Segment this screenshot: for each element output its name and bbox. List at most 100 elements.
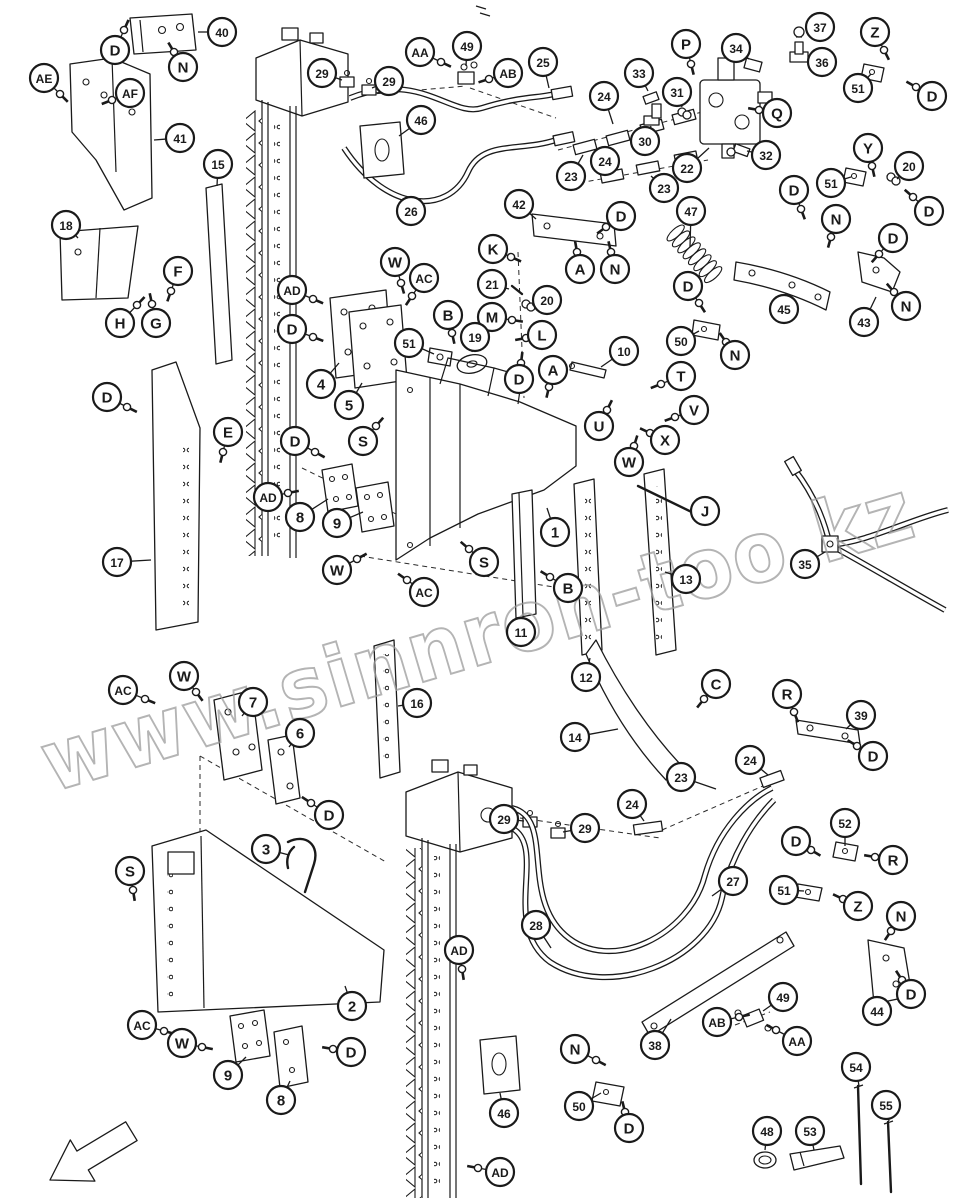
callout-Z: Z — [832, 890, 874, 922]
svg-text:D: D — [906, 987, 917, 1004]
svg-text:C: C — [711, 677, 722, 694]
callout-15: 15 — [202, 148, 234, 187]
svg-text:29: 29 — [382, 75, 396, 89]
svg-text:13: 13 — [679, 573, 693, 587]
callout-16: 16 — [397, 687, 433, 719]
part-plates-8-9-top — [321, 463, 395, 533]
callout-W: W — [166, 1027, 214, 1059]
callout-D: D — [596, 200, 637, 235]
svg-text:2: 2 — [348, 999, 356, 1016]
callout-K: K — [477, 233, 522, 265]
svg-text:24: 24 — [625, 798, 639, 812]
svg-text:15: 15 — [211, 158, 225, 172]
svg-text:55: 55 — [879, 1099, 893, 1113]
callout-23: 23 — [555, 154, 587, 192]
callout-A: A — [537, 354, 569, 399]
svg-text:B: B — [563, 581, 574, 598]
callout-N: N — [885, 282, 922, 322]
callout-24: 24 — [589, 145, 621, 177]
callout-20: 20 — [531, 284, 563, 316]
part-plates-4-5 — [329, 289, 408, 389]
callout-AD: AD — [466, 1156, 516, 1188]
callout-B: B — [432, 299, 464, 345]
callout-33: 33 — [623, 57, 655, 92]
svg-text:23: 23 — [674, 771, 688, 785]
svg-text:N: N — [831, 212, 842, 229]
direction-arrow-icon — [49, 1121, 138, 1182]
svg-text:N: N — [730, 348, 741, 365]
svg-text:Y: Y — [863, 141, 873, 158]
svg-text:9: 9 — [224, 1068, 232, 1085]
svg-text:23: 23 — [657, 182, 671, 196]
svg-text:49: 49 — [776, 991, 790, 1005]
part-fitting-cluster-bottom-right — [734, 1008, 772, 1032]
callout-55: 55 — [870, 1089, 902, 1122]
svg-text:27: 27 — [726, 875, 740, 889]
callout-AF: AF — [101, 77, 146, 109]
svg-text:AA: AA — [788, 1035, 806, 1049]
callout-N: N — [559, 1033, 607, 1067]
callout-E: E — [212, 416, 244, 463]
svg-text:50: 50 — [674, 335, 688, 349]
svg-text:17: 17 — [110, 556, 124, 570]
callout-43: 43 — [848, 296, 880, 338]
svg-text:42: 42 — [512, 198, 526, 212]
callout-T: T — [650, 360, 697, 392]
callout-AB: AB — [478, 57, 524, 89]
svg-text:U: U — [594, 419, 605, 436]
part-bar-38 — [641, 931, 795, 1037]
svg-text:48: 48 — [760, 1125, 774, 1139]
callout-51: 51 — [768, 874, 805, 906]
svg-text:51: 51 — [402, 337, 416, 351]
svg-text:A: A — [548, 363, 559, 380]
svg-text:AD: AD — [450, 944, 468, 958]
part-strip-13 — [643, 468, 677, 656]
svg-text:D: D — [868, 749, 879, 766]
callout-49: 49 — [451, 30, 483, 67]
part-hoses-bottom — [510, 785, 777, 981]
callout-AC: AC — [126, 1009, 175, 1041]
part-plates-9-8-bottom — [229, 1009, 309, 1089]
callout-22: 22 — [671, 147, 710, 184]
part-lever-32 — [726, 143, 751, 158]
part-fittings-29-top — [339, 69, 377, 96]
part-plate-46-bottom — [479, 1035, 521, 1095]
callout-W: W — [321, 552, 368, 586]
svg-text:W: W — [388, 255, 403, 272]
callout-6: 6 — [284, 717, 316, 749]
callout-47: 47 — [675, 195, 707, 248]
callout-23: 23 — [648, 172, 680, 204]
callout-38: 38 — [639, 1018, 672, 1061]
callout-49: 49 — [762, 981, 799, 1013]
callout-AD: AD — [276, 274, 324, 306]
svg-text:32: 32 — [759, 149, 773, 163]
svg-text:18: 18 — [59, 219, 73, 233]
svg-text:AC: AC — [415, 586, 433, 600]
callout-S: S — [459, 540, 500, 578]
svg-text:A: A — [575, 262, 586, 279]
callout-39: 39 — [845, 699, 877, 731]
part-spring-47 — [666, 224, 723, 284]
svg-text:P: P — [681, 37, 691, 54]
callout-51: 51 — [842, 72, 874, 104]
svg-text:AC: AC — [415, 272, 433, 286]
svg-text:16: 16 — [410, 697, 424, 711]
callout-AA: AA — [404, 36, 452, 68]
callout-1: 1 — [539, 507, 571, 548]
callout-AE: AE — [28, 62, 69, 103]
callout-D: D — [613, 1101, 645, 1144]
svg-text:N: N — [901, 299, 912, 316]
svg-text:AD: AD — [283, 284, 301, 298]
callout-11: 11 — [505, 616, 537, 648]
svg-text:43: 43 — [857, 316, 871, 330]
callout-13: 13 — [664, 563, 702, 595]
svg-text:11: 11 — [515, 626, 528, 640]
svg-text:24: 24 — [598, 155, 612, 169]
callout-35: 35 — [789, 548, 826, 580]
svg-text:24: 24 — [743, 754, 757, 768]
callout-28: 28 — [520, 909, 552, 949]
callout-AB: AB — [701, 1006, 751, 1038]
part-channel-11 — [511, 489, 537, 619]
callout-D: D — [91, 381, 138, 414]
callout-Y: Y — [852, 132, 884, 178]
